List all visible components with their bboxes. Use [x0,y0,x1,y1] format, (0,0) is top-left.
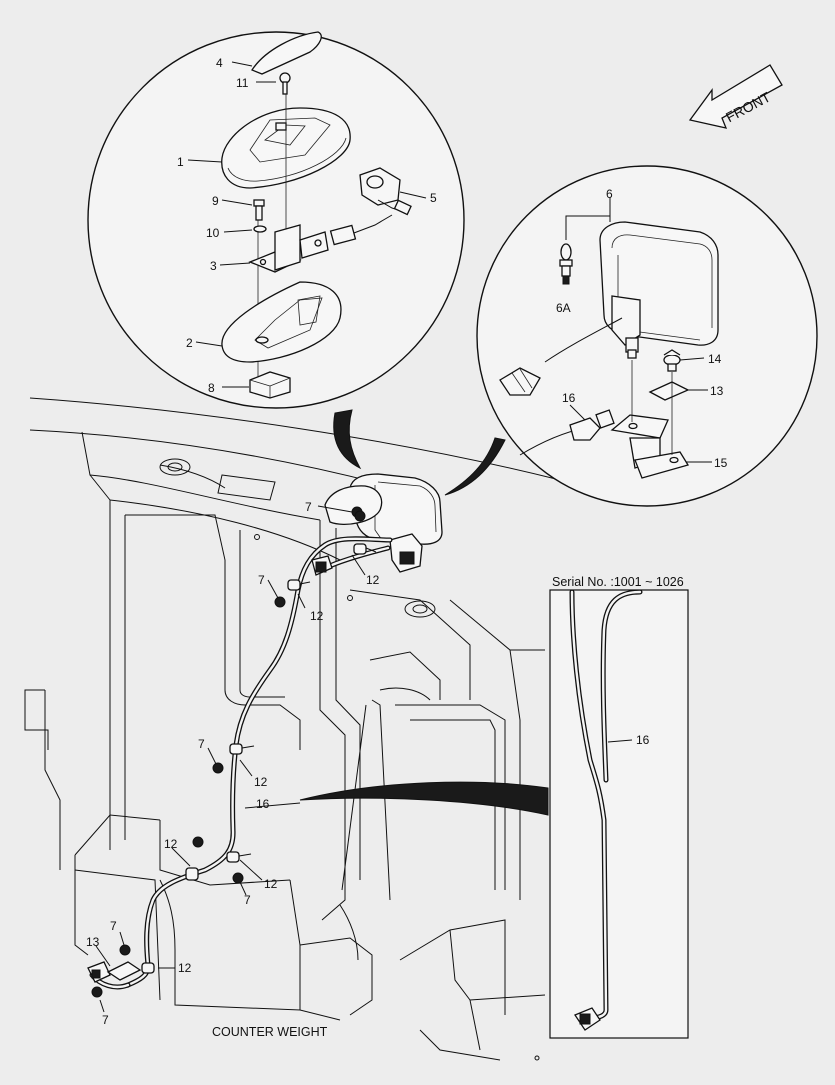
route-connectors [87,555,333,983]
part-14-bolt [663,349,681,372]
label-10: 10 [206,226,220,240]
part-9-bolt [253,199,265,221]
clamp [353,543,377,555]
clamps-12 [141,543,377,974]
front-arrow: FRONT [688,64,783,129]
main-leaders [95,505,366,1013]
clamp [226,851,252,863]
label-11: 11 [236,76,249,90]
label-14: 14 [708,352,722,366]
detail-circle-top [87,31,465,409]
label-7-f: 7 [102,1013,109,1027]
clamp [141,962,155,974]
detail-circle-right [476,165,818,507]
callout-wedge-bottom [299,781,549,816]
part-13-plate-bottom [106,961,142,981]
label-16-inset: 16 [636,733,650,747]
part-2-base [221,281,342,363]
inset-connector [574,1007,601,1031]
label-12-d: 12 [164,837,178,851]
label-8: 8 [208,381,215,395]
serial-caption: Serial No. :1001 ~ 1026 [552,575,684,589]
part-6a-bulb [559,243,573,285]
label-12-c: 12 [254,775,268,789]
part-4-lens [251,31,322,75]
label-5: 5 [430,191,437,205]
label-16-main: 16 [256,797,270,811]
part-8-nut [249,371,291,399]
clamp [185,867,199,881]
part-15-bracket [610,414,690,479]
label-12-e: 12 [264,877,278,891]
label-6: 6 [606,187,613,201]
label-15: 15 [714,456,728,470]
clamp [229,743,255,755]
part-6-work-lamp [599,221,719,359]
part-11-screw [279,72,291,95]
label-12-f: 12 [178,961,192,975]
part-10-washer [253,225,267,233]
lamp-connector [499,367,541,396]
harness-16-connector [569,409,615,441]
label-7-e: 7 [110,919,117,933]
label-4: 4 [216,56,223,70]
label-13: 13 [710,384,724,398]
callout-wedge-left [333,409,362,470]
label-7-c: 7 [198,737,205,751]
label-12-a: 12 [366,573,380,587]
bolts-7 [91,510,366,998]
serial-inset [549,589,689,1039]
label-9: 9 [212,194,219,208]
label-16: 16 [562,391,576,405]
label-2: 2 [186,336,193,350]
main-lamp-assembly [324,473,443,573]
label-3: 3 [210,259,217,273]
callout-wedge-right [444,437,506,496]
part-5-switch [329,167,412,246]
counter-weight-label: COUNTER WEIGHT [212,1025,328,1039]
label-7-a: 7 [305,500,312,514]
label-12-b: 12 [310,609,324,623]
label-6a: 6A [556,301,571,315]
clamp [287,579,311,591]
part-3-bracket [248,224,329,273]
label-13-main: 13 [86,935,100,949]
label-7-d: 7 [244,893,251,907]
machine-body [24,397,561,1061]
label-7-b: 7 [258,573,265,587]
label-1: 1 [177,155,184,169]
